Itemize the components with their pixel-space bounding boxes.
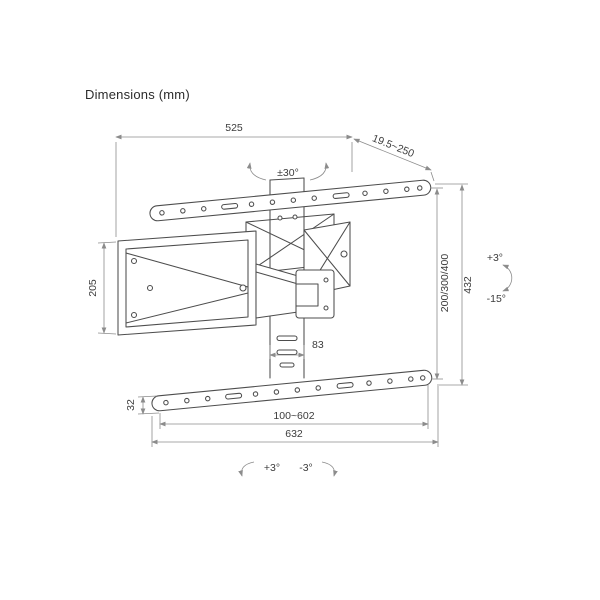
level-minus-label: -3° xyxy=(299,462,313,474)
tv-plate xyxy=(117,230,257,336)
tilt-down-label: -15° xyxy=(487,293,506,305)
swivel-indicator: ±30° xyxy=(246,162,330,181)
arm-link xyxy=(255,263,299,319)
dim-total-height-label: 432 xyxy=(462,276,474,294)
dim-profile-height: 32 xyxy=(125,395,160,415)
dim-vesa-heights: 200/300/400 xyxy=(430,187,451,380)
dim-top-width-label: 525 xyxy=(225,122,243,134)
dim-top-width: 525 xyxy=(115,122,353,237)
dim-profile-height-label: 32 xyxy=(125,399,137,411)
dim-hole-spacing: 100~602 xyxy=(159,385,429,429)
bottom-rail xyxy=(151,369,433,412)
page-title: Dimensions (mm) xyxy=(85,87,190,102)
dim-column-width-label: 83 xyxy=(312,339,324,351)
level-plus-label: +3° xyxy=(264,462,280,474)
swivel-arrow-left-icon xyxy=(246,162,267,181)
top-rail xyxy=(149,179,432,222)
dim-rail-length-label: 632 xyxy=(285,428,303,440)
dim-hole-spacing-label: 100~602 xyxy=(273,410,314,422)
dim-total-height: 432 xyxy=(435,183,474,386)
level-arrow-right-icon xyxy=(321,461,338,477)
dim-depth-range: 19.5~250 xyxy=(353,132,435,182)
dim-rail-length: 632 xyxy=(151,386,439,447)
dim-column-width: 83 xyxy=(269,339,324,359)
swivel-arrow-right-icon xyxy=(309,162,330,181)
dim-vesa-heights-label: 200/300/400 xyxy=(439,254,451,313)
dim-left-height: 205 xyxy=(87,241,117,335)
fork-joint xyxy=(295,269,335,319)
dim-left-height-label: 205 xyxy=(87,279,99,297)
tilt-arc-icon xyxy=(502,264,513,292)
swivel-label: ±30° xyxy=(277,167,299,179)
level-indicator: +3° -3° xyxy=(238,461,338,477)
level-arrow-left-icon xyxy=(238,461,255,477)
tilt-indicator: +3° -15° xyxy=(487,252,513,305)
dim-depth-range-label: 19.5~250 xyxy=(370,132,416,160)
tilt-up-label: +3° xyxy=(487,252,503,264)
